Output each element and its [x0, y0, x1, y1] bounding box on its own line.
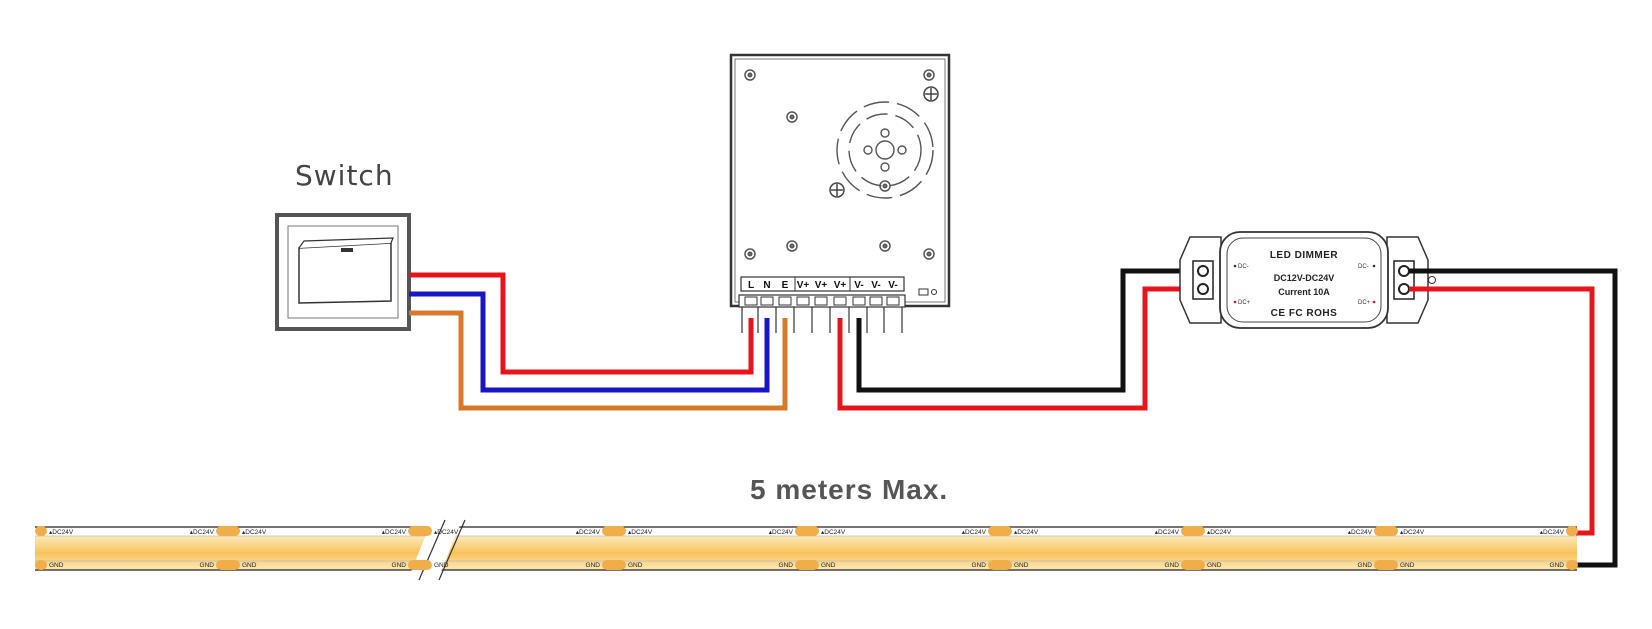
- dimmer-port-in-negative: DC-: [1238, 264, 1249, 270]
- strip-ground-label: GND: [49, 562, 64, 569]
- strip-ground-label: GND: [242, 562, 257, 569]
- solder-pad: [216, 526, 240, 536]
- psu-terminal-pins: [741, 307, 903, 333]
- strip-positive-label: ▴DC24V: [242, 529, 267, 536]
- max-length-label: 5 meters Max.: [750, 474, 948, 505]
- terminal-label: V+: [797, 280, 810, 291]
- strip-positive-label: ▴DC24V: [1155, 529, 1180, 536]
- dimmer-certs: CE FC ROHS: [1271, 308, 1338, 319]
- solder-pad: [602, 560, 626, 570]
- wire-strip-positive: [1409, 286, 1595, 536]
- strip-ground-label: GND: [821, 562, 836, 569]
- wire-dc-positive-in: [837, 286, 1198, 411]
- strip-segments: ▴DC24V GND ▴DC24V GND ▴DC24V GND ▴DC24V GND ▴DC2…: [35, 526, 1578, 570]
- led-strip: ▴DC24V GND ▴DC24V GND ▴DC24V GND ▴DC24V GND ▴DC2…: [35, 519, 1578, 581]
- strip-positive-label: ▴DC24V: [1540, 529, 1565, 536]
- dc-wires-psu: [837, 268, 1198, 411]
- solder-pad: [35, 526, 47, 536]
- terminal-label: N: [763, 280, 770, 291]
- dimmer-title: LED DIMMER: [1270, 250, 1339, 261]
- dimmer-port-out-negative: DC-: [1358, 264, 1369, 270]
- strip-positive-label: ▴DC24V: [769, 529, 794, 536]
- led-dimmer: LED DIMMER DC12V-DC24V Current 10A CE FC…: [1179, 231, 1436, 329]
- strip-positive-label: ▴DC24V: [1400, 529, 1425, 536]
- terminal-label: L: [748, 280, 754, 291]
- dimmer-voltage: DC12V-DC24V: [1274, 273, 1335, 283]
- terminal-label: V-: [871, 280, 880, 291]
- solder-pad: [1181, 526, 1205, 536]
- terminal-label: V-: [888, 280, 897, 291]
- terminal-label: V+: [834, 280, 847, 291]
- strip-positive-label: ▴DC24V: [962, 529, 987, 536]
- wire-live: [409, 272, 754, 375]
- strip-ground-label: GND: [779, 562, 794, 569]
- dc-wires-strip: [1409, 268, 1618, 568]
- wire-earth: [409, 310, 788, 411]
- solder-pad: [1374, 560, 1398, 570]
- strip-ground-label: GND: [1358, 562, 1373, 569]
- solder-pad: [602, 526, 626, 536]
- strip-positive-label: ▴DC24V: [49, 529, 74, 536]
- terminal-label: E: [782, 280, 789, 291]
- psu-terminal-labels: L N E V+ V+ V+ V- V- V-: [748, 280, 898, 291]
- psu-screws: [744, 69, 935, 260]
- wire-neutral: [409, 291, 770, 393]
- solder-pad: [35, 560, 47, 570]
- solder-pad: [795, 560, 819, 570]
- strip-positive-label: ▴DC24V: [821, 529, 846, 536]
- ac-wires: [409, 272, 788, 411]
- strip-positive-label: ▴DC24V: [576, 529, 601, 536]
- strip-positive-label: ▴DC24V: [1014, 529, 1039, 536]
- solder-pad: [795, 526, 819, 536]
- strip-positive-label: ▴DC24V: [190, 529, 215, 536]
- dimmer-port-in-positive: DC+: [1238, 300, 1251, 306]
- strip-positive-label: ▴DC24V: [382, 529, 407, 536]
- strip-positive-label: ▴DC24V: [628, 529, 653, 536]
- terminal-label: V+: [815, 280, 828, 291]
- dimmer-current: Current 10A: [1278, 287, 1330, 297]
- solder-pad: [988, 526, 1012, 536]
- strip-positive-label: ▴DC24V: [1207, 529, 1232, 536]
- strip-ground-label: GND: [1207, 562, 1222, 569]
- strip-positive-label: ▴DC24V: [1348, 529, 1373, 536]
- solder-pad: [408, 526, 432, 536]
- strip-ground-label: GND: [972, 562, 987, 569]
- terminal-label: V-: [854, 280, 863, 291]
- wire-strip-negative: [1409, 268, 1618, 568]
- psu-terminal-screws: [744, 296, 900, 306]
- psu-fan-vent: [836, 101, 934, 199]
- rocker-switch: [275, 213, 411, 331]
- switch-label: Switch: [295, 159, 394, 192]
- solder-pad: [1566, 560, 1578, 570]
- strip-ground-label: GND: [1400, 562, 1415, 569]
- solder-pad: [988, 560, 1012, 570]
- strip-ground-label: GND: [628, 562, 643, 569]
- strip-ground-label: GND: [200, 562, 215, 569]
- power-supply: L N E V+ V+ V+ V- V- V-: [729, 53, 951, 333]
- strip-ground-label: GND: [434, 562, 449, 569]
- dimmer-port-out-positive: DC+: [1358, 300, 1371, 306]
- strip-ground-label: GND: [1014, 562, 1029, 569]
- strip-ground-label: GND: [392, 562, 407, 569]
- strip-ground-label: GND: [586, 562, 601, 569]
- solder-pad: [1374, 526, 1398, 536]
- strip-ground-label: GND: [1550, 562, 1565, 569]
- solder-pad: [216, 560, 240, 570]
- strip-positive-label: ▴DC24V: [434, 529, 459, 536]
- psu-cross-screws: [829, 86, 939, 198]
- solder-pad: [1566, 526, 1578, 536]
- solder-pad: [408, 560, 432, 570]
- strip-ground-label: GND: [1165, 562, 1180, 569]
- wire-dc-negative-in: [856, 268, 1198, 393]
- solder-pad: [1181, 560, 1205, 570]
